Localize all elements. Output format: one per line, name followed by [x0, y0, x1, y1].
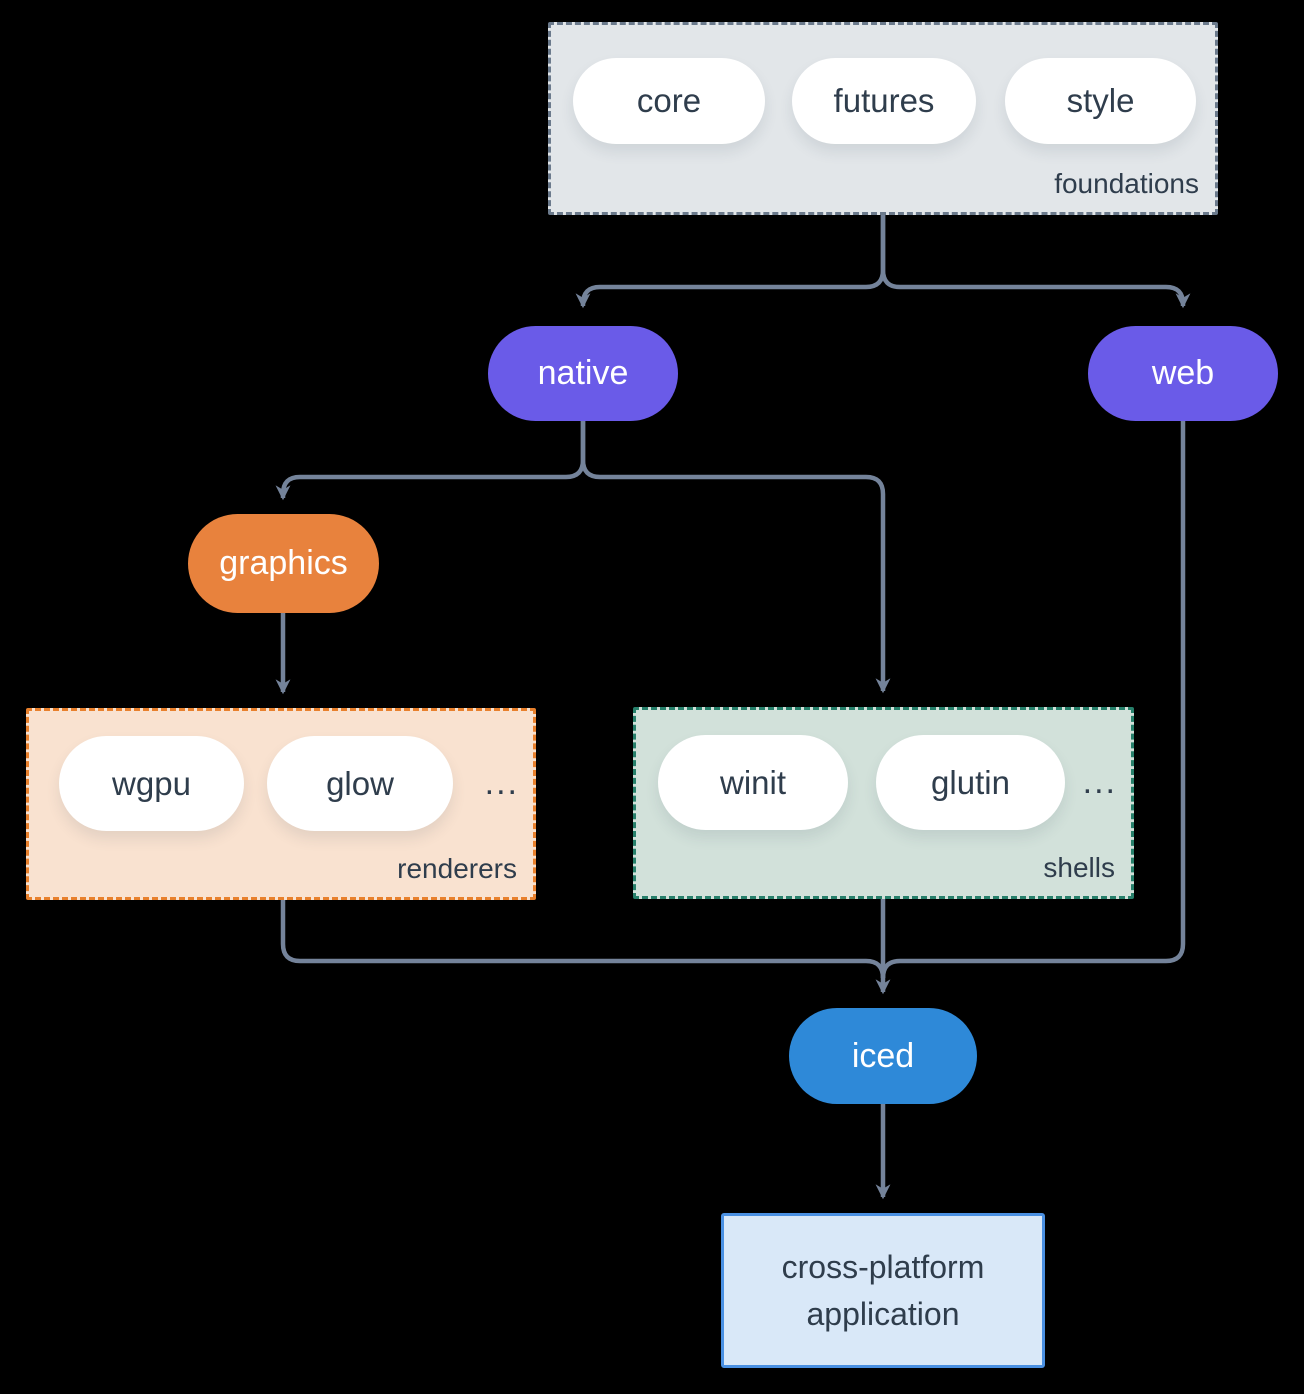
node-style-label: style — [1066, 82, 1135, 119]
edge-foundations-web — [880, 214, 1191, 309]
node-style: style — [1005, 58, 1196, 144]
group-shells: winit glutin ... shells — [633, 707, 1134, 899]
node-web: web — [1088, 326, 1278, 421]
group-foundations: core futures style foundations — [548, 22, 1218, 215]
node-glow: glow — [267, 736, 453, 831]
node-web-label: web — [1151, 354, 1215, 392]
node-native: native — [488, 326, 678, 421]
node-glow-label: glow — [326, 764, 394, 802]
edge-native-shells — [580, 421, 891, 694]
node-application-label-line1: cross-platform — [781, 1248, 985, 1285]
node-glutin-label: glutin — [931, 763, 1010, 801]
node-native-label: native — [537, 354, 629, 392]
node-wgpu-label: wgpu — [112, 764, 191, 802]
group-renderers-label: renderers — [397, 853, 517, 884]
node-glutin: glutin — [876, 735, 1065, 830]
node-winit-label: winit — [719, 763, 787, 801]
edge-native-graphics — [275, 421, 586, 501]
node-graphics-label: graphics — [219, 544, 348, 582]
node-iced-label: iced — [851, 1036, 915, 1075]
node-application: cross-platform application — [721, 1213, 1045, 1368]
group-renderers: wgpu glow ... renderers — [26, 708, 536, 900]
node-futures: futures — [792, 58, 976, 144]
node-iced: iced — [789, 1008, 977, 1104]
group-foundations-label: foundations — [1054, 168, 1199, 199]
node-graphics: graphics — [188, 514, 379, 613]
renderers-ellipsis: ... — [484, 764, 519, 802]
node-core-label: core — [636, 82, 702, 119]
node-core: core — [573, 58, 765, 144]
group-shells-label: shells — [1043, 852, 1115, 883]
node-application-label-line2: application — [806, 1295, 960, 1332]
node-futures-label: futures — [833, 82, 935, 119]
node-wgpu: wgpu — [59, 736, 244, 831]
edge-foundations-native — [575, 214, 886, 309]
shells-ellipsis: ... — [1082, 763, 1117, 801]
edge-renderers-merge — [280, 900, 886, 979]
node-winit: winit — [658, 735, 848, 830]
